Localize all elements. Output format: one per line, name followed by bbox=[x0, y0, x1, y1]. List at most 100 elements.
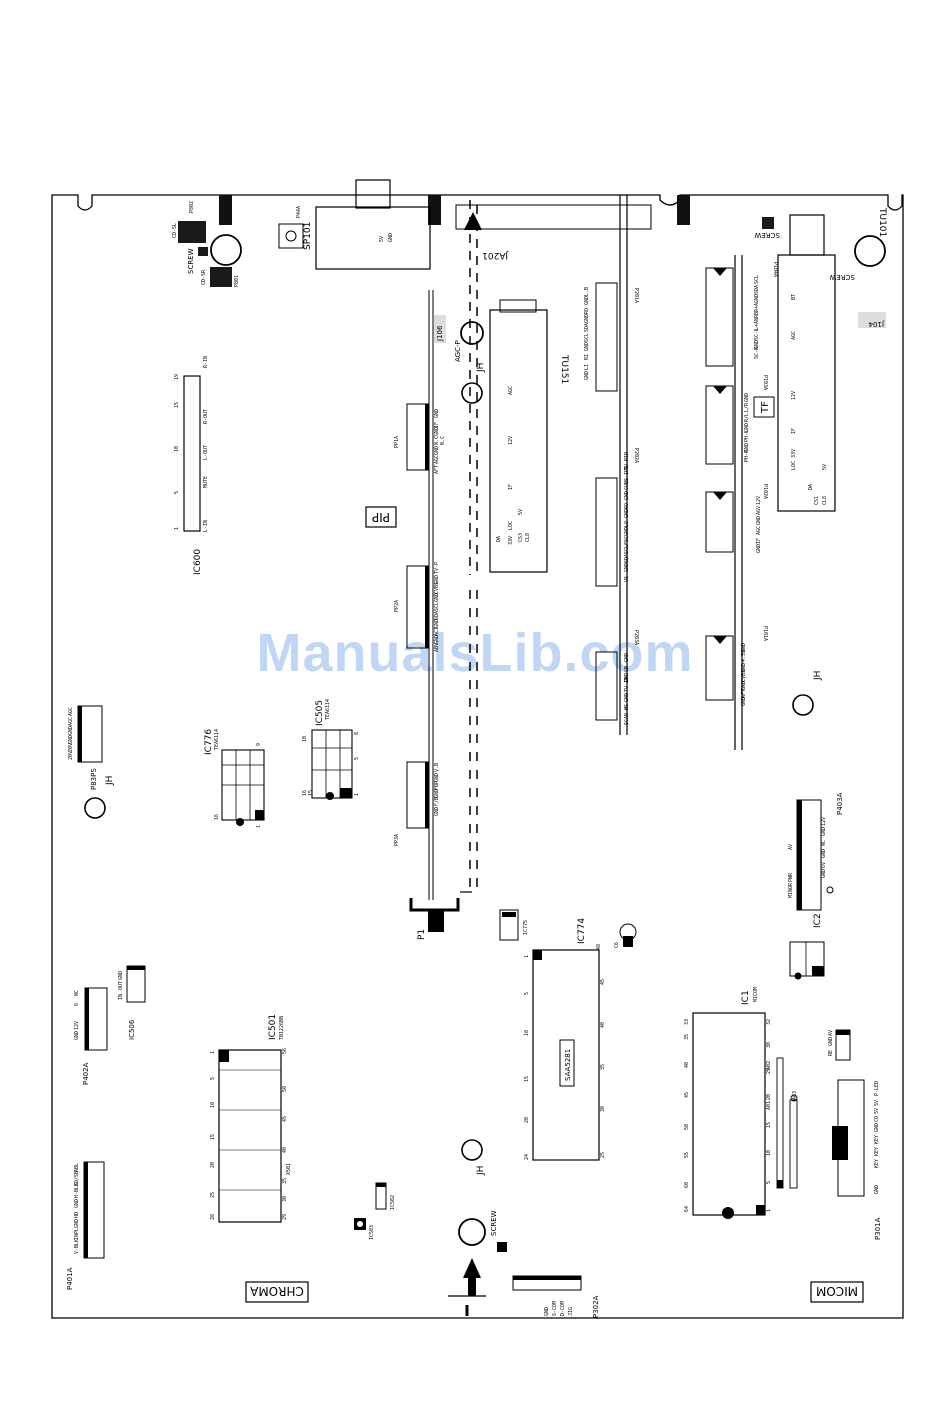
svg-text:15: 15 bbox=[174, 402, 180, 408]
svg-text:25: 25 bbox=[210, 1192, 216, 1198]
svg-text:L.B: L.B bbox=[584, 287, 590, 296]
svg-text:HD: HD bbox=[74, 1212, 80, 1218]
screw-hole-tuner bbox=[854, 235, 886, 267]
svg-text:TV-IN: TV-IN bbox=[624, 677, 630, 692]
svg-text:R/L: R/L bbox=[744, 413, 750, 422]
p402a-label: P402A bbox=[82, 1062, 90, 1085]
p202a-body bbox=[595, 477, 618, 587]
svg-text:12V: 12V bbox=[791, 391, 797, 400]
svg-text:MINOR: MINOR bbox=[788, 882, 794, 898]
svg-text:CS3: CS3 bbox=[518, 533, 524, 542]
svg-text:12V: 12V bbox=[821, 817, 827, 826]
svg-text:SC-L: SC-L bbox=[754, 328, 760, 340]
svg-text:SCL: SCL bbox=[754, 275, 760, 284]
svg-text:33V: 33V bbox=[508, 536, 514, 545]
svg-text:TB1226BN: TB1226BN bbox=[279, 1016, 285, 1040]
p201a-body bbox=[595, 282, 618, 392]
svg-text:40: 40 bbox=[282, 1147, 288, 1153]
p302a-label: P302A bbox=[592, 1295, 600, 1318]
svg-text:N.C: N.C bbox=[434, 436, 440, 445]
svg-text:5V: 5V bbox=[874, 1100, 880, 1106]
svg-text:AGC: AGC bbox=[68, 707, 74, 716]
svg-text:SDA: SDA bbox=[584, 323, 590, 332]
svg-text:CVBS-IP1: CVBS-IP1 bbox=[624, 466, 630, 490]
ic1-body bbox=[692, 1012, 766, 1216]
svg-text:LOC 33V: LOC 33V bbox=[791, 449, 797, 470]
ic776-label: IC776 bbox=[204, 729, 214, 755]
svg-text:1: 1 bbox=[354, 793, 360, 796]
svg-text:AGC: AGC bbox=[434, 455, 440, 464]
screw-hole-agc bbox=[460, 321, 484, 345]
svg-text:AGC: AGC bbox=[756, 526, 762, 535]
svg-text:SDA: SDA bbox=[434, 611, 440, 620]
svg-text:S-COM: S-COM bbox=[552, 1301, 558, 1316]
svg-text:GND: GND bbox=[741, 681, 747, 690]
svg-text:1: 1 bbox=[256, 825, 262, 828]
svg-text:16: 16 bbox=[302, 790, 308, 796]
svg-text:GND: GND bbox=[74, 1031, 80, 1040]
svg-text:10: 10 bbox=[174, 446, 180, 452]
svg-text:30: 30 bbox=[600, 1106, 606, 1112]
svg-text:RI: RI bbox=[584, 354, 590, 360]
micom-label: MICOM bbox=[816, 1284, 858, 1298]
ja201-rail bbox=[455, 204, 652, 230]
svg-text:A02: A02 bbox=[766, 1061, 772, 1070]
svg-text:IF: IF bbox=[791, 428, 797, 434]
svg-text:GND: GND bbox=[74, 1219, 80, 1228]
svg-text:IF: IF bbox=[756, 538, 762, 544]
p44a-label: P44A bbox=[296, 206, 302, 218]
svg-text:TEA6114: TEA6114 bbox=[214, 729, 220, 750]
sp101-pin-gnd: GND bbox=[388, 233, 394, 242]
svg-text:GND: GND bbox=[68, 735, 74, 744]
ic774-label: IC774 bbox=[577, 918, 587, 944]
svg-text:12V: 12V bbox=[74, 1021, 80, 1030]
svg-text:CVBS: CVBS bbox=[741, 670, 747, 682]
svg-text:SCL: SCL bbox=[434, 602, 440, 611]
svg-text:5: 5 bbox=[766, 1181, 772, 1184]
screw-label-left: SCREW bbox=[187, 248, 195, 274]
svg-text:GND: GND bbox=[741, 697, 747, 706]
svg-text:6V: 6V bbox=[821, 862, 827, 868]
svg-text:1: 1 bbox=[766, 1209, 772, 1212]
pp2a-label: PP2A bbox=[394, 600, 400, 612]
svg-text:R+A: R+A bbox=[754, 303, 760, 312]
x501-label: X501 bbox=[286, 1163, 292, 1175]
svg-text:8: 8 bbox=[354, 732, 360, 735]
svg-text:35: 35 bbox=[600, 1064, 606, 1070]
svg-text:10: 10 bbox=[524, 1030, 530, 1036]
svg-text:R-OUT: R-OUT bbox=[203, 409, 209, 424]
svg-text:12V: 12V bbox=[756, 496, 762, 505]
ic501-label: IC501 bbox=[268, 1014, 278, 1040]
svg-text:5: 5 bbox=[210, 1077, 216, 1080]
svg-text:AV: AV bbox=[828, 1030, 834, 1036]
micom-box bbox=[810, 1281, 864, 1303]
svg-text:GND: GND bbox=[434, 807, 440, 816]
svg-text:RO: RO bbox=[584, 308, 590, 314]
svg-text:4.5S: 4.5S bbox=[741, 650, 747, 662]
svg-text:GND: GND bbox=[744, 393, 750, 402]
svg-text:FSC: FSC bbox=[624, 536, 630, 545]
svg-text:GND: GND bbox=[68, 726, 74, 735]
svg-text:15: 15 bbox=[210, 1134, 216, 1140]
svg-text:GND: GND bbox=[434, 593, 440, 602]
svg-text:TV-PIP: TV-PIP bbox=[624, 452, 630, 470]
svg-text:35: 35 bbox=[684, 1034, 690, 1040]
svg-text:N.C: N.C bbox=[440, 436, 446, 445]
svg-text:P-LED: P-LED bbox=[874, 1081, 880, 1096]
ic506-body bbox=[126, 965, 146, 1003]
svg-text:CL8: CL8 bbox=[822, 496, 828, 505]
svg-text:IF: IF bbox=[434, 422, 440, 428]
svg-text:29: 29 bbox=[282, 1214, 288, 1220]
svg-text:GND: GND bbox=[434, 789, 440, 798]
svg-text:R-IN: R-IN bbox=[203, 356, 209, 368]
screw-hole-left bbox=[210, 234, 242, 266]
svg-text:NC: NC bbox=[74, 990, 80, 996]
svg-text:GND: GND bbox=[544, 1307, 550, 1316]
svg-text:GND: GND bbox=[754, 294, 760, 303]
svg-text:ABV: ABV bbox=[434, 643, 440, 652]
svg-text:45: 45 bbox=[282, 1116, 288, 1122]
svg-text:10: 10 bbox=[302, 736, 308, 742]
p83ps-label: P83PS bbox=[90, 768, 98, 790]
svg-text:GND: GND bbox=[74, 1199, 80, 1208]
